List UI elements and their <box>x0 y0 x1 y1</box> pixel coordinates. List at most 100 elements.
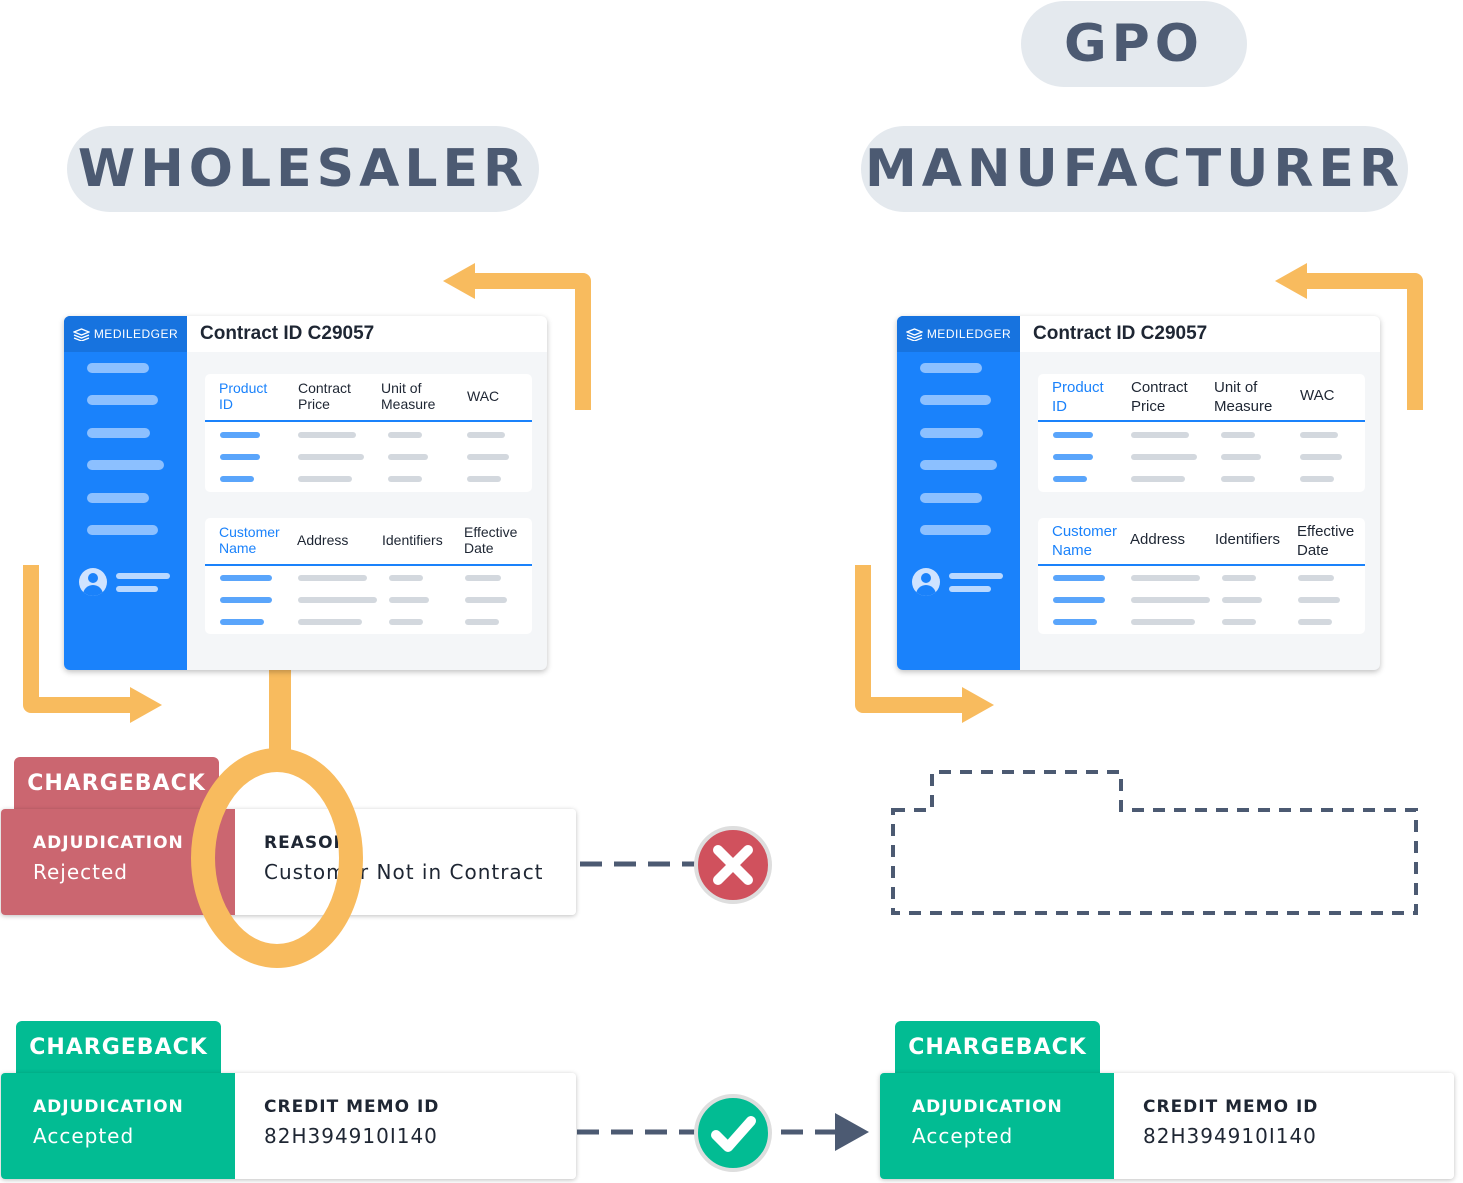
table-cell <box>1300 476 1334 482</box>
sidebar-item[interactable] <box>920 460 997 470</box>
gpo-label: GPO <box>1064 14 1204 74</box>
table-cell <box>1222 597 1262 603</box>
customer-table: Customer Name Address Identifiers Effect… <box>1038 518 1365 634</box>
col-contract-price[interactable]: Contract Price <box>298 380 351 412</box>
reason-value: Customer Not in Contract <box>264 860 544 884</box>
table-cell <box>220 476 254 482</box>
table-cell <box>1222 619 1256 625</box>
table-cell <box>1131 432 1189 438</box>
table-cell <box>467 432 505 438</box>
col-identifiers[interactable]: Identifiers <box>382 532 443 548</box>
table-cell <box>1131 575 1200 581</box>
wholesaler-top-arrowhead <box>443 263 475 299</box>
table-cell <box>389 575 423 581</box>
col-address[interactable]: Address <box>297 532 349 548</box>
credit-memo-label: CREDIT MEMO ID <box>1143 1097 1319 1117</box>
table-cell <box>1053 476 1087 482</box>
col-address[interactable]: Address <box>1130 531 1186 548</box>
adjudication-label: ADJUDICATION <box>33 1097 184 1117</box>
sidebar-item[interactable] <box>920 493 982 503</box>
table-cell <box>1053 454 1093 460</box>
wholesaler-bottom-arrowhead <box>130 687 162 723</box>
manufacturer-top-arrowhead <box>1275 263 1307 299</box>
avatar-icon[interactable] <box>912 568 940 596</box>
table-cell <box>1053 432 1093 438</box>
table-cell <box>298 619 362 625</box>
sidebar-item[interactable] <box>920 525 991 535</box>
col-customer-name[interactable]: Customer Name <box>1052 523 1118 559</box>
sidebar-item[interactable] <box>920 395 991 405</box>
table-cell <box>1300 432 1338 438</box>
table-cell <box>389 619 423 625</box>
table-cell <box>388 476 422 482</box>
adjudication-panel: ADJUDICATION Accepted <box>880 1073 1114 1179</box>
accepted-chargeback-card-wholesaler: ADJUDICATION Accepted CREDIT MEMO ID 82H… <box>1 1073 576 1179</box>
col-unit-of-measure[interactable]: Unit of Measure <box>1214 379 1273 415</box>
sidebar-item[interactable] <box>87 460 164 470</box>
credit-memo-value: 82H394910I140 <box>264 1124 438 1148</box>
adjudication-label: ADJUDICATION <box>912 1097 1063 1117</box>
sidebar-item[interactable] <box>920 363 982 373</box>
credit-memo-panel: CREDIT MEMO ID 82H394910I140 <box>235 1073 576 1179</box>
table-cell <box>298 476 352 482</box>
accepted-arrowhead <box>835 1113 869 1151</box>
table-cell <box>298 432 356 438</box>
contract-title: Contract ID C29057 <box>1020 316 1380 352</box>
manufacturer-bottom-arrow <box>855 565 967 713</box>
user-role-bar <box>116 586 158 592</box>
wholesaler-bottom-arrow <box>23 565 135 713</box>
table-cell <box>220 619 264 625</box>
rejected-x-icon <box>694 826 772 904</box>
adjudication-panel: ADJUDICATION Accepted <box>1 1073 235 1179</box>
wholesaler-top-arrow <box>470 273 591 410</box>
col-wac[interactable]: WAC <box>467 388 500 404</box>
sidebar-item[interactable] <box>920 428 983 438</box>
adjudication-status: Accepted <box>912 1124 1014 1148</box>
wholesaler-label: WHOLESALER <box>77 139 529 199</box>
col-product-id[interactable]: Product ID <box>1052 379 1104 415</box>
customer-table-header: Customer Name Address Identifiers Effect… <box>1038 518 1365 566</box>
reason-panel: REASON Customer Not in Contract <box>235 809 576 915</box>
brand-name: MEDILEDGER <box>926 327 1012 341</box>
table-cell <box>1300 454 1342 460</box>
logo-icon <box>72 327 90 341</box>
col-effective-date[interactable]: Effective Date <box>1297 523 1355 559</box>
col-unit-of-measure[interactable]: Unit of Measure <box>381 380 436 412</box>
manufacturer-label: MANUFACTURER <box>865 139 1404 199</box>
rejected-chargeback-tab: CHARGEBACK <box>14 757 219 809</box>
col-contract-price[interactable]: Contract Price <box>1131 379 1188 415</box>
table-cell <box>220 454 260 460</box>
table-cell <box>1298 597 1340 603</box>
col-effective-date[interactable]: Effective Date <box>464 524 518 556</box>
contract-title: Contract ID C29057 <box>187 316 547 352</box>
sidebar-item[interactable] <box>87 493 149 503</box>
col-wac[interactable]: WAC <box>1300 387 1335 404</box>
table-cell <box>388 432 422 438</box>
rejected-chargeback-card: ADJUDICATION Rejected REASON Customer No… <box>1 809 576 915</box>
col-product-id[interactable]: Product ID <box>219 380 268 412</box>
col-identifiers[interactable]: Identifiers <box>1215 531 1281 548</box>
sidebar-item[interactable] <box>87 363 149 373</box>
table-cell <box>1131 597 1210 603</box>
table-cell <box>1053 575 1105 581</box>
credit-memo-label: CREDIT MEMO ID <box>264 1097 440 1117</box>
sidebar-item[interactable] <box>87 428 150 438</box>
sidebar <box>897 316 1020 670</box>
table-cell <box>220 432 260 438</box>
avatar-icon[interactable] <box>79 568 107 596</box>
col-customer-name[interactable]: Customer Name <box>219 524 280 556</box>
magnifier-handle <box>269 668 291 758</box>
table-cell <box>1131 619 1195 625</box>
sidebar-item[interactable] <box>87 395 158 405</box>
chargeback-tab-label: CHARGEBACK <box>908 1034 1087 1060</box>
sidebar-item[interactable] <box>87 525 158 535</box>
customer-table: Customer Name Address Identifiers Effect… <box>205 518 532 634</box>
manufacturer-contract-card: MEDILEDGER Contract ID C29057 Product ID… <box>897 316 1380 670</box>
table-cell <box>467 476 501 482</box>
table-cell <box>220 597 272 603</box>
accepted-check-icon <box>694 1094 772 1172</box>
brand-name: MEDILEDGER <box>93 327 179 341</box>
table-cell <box>1221 454 1261 460</box>
table-cell <box>298 454 364 460</box>
user-name-bar <box>949 573 1003 579</box>
